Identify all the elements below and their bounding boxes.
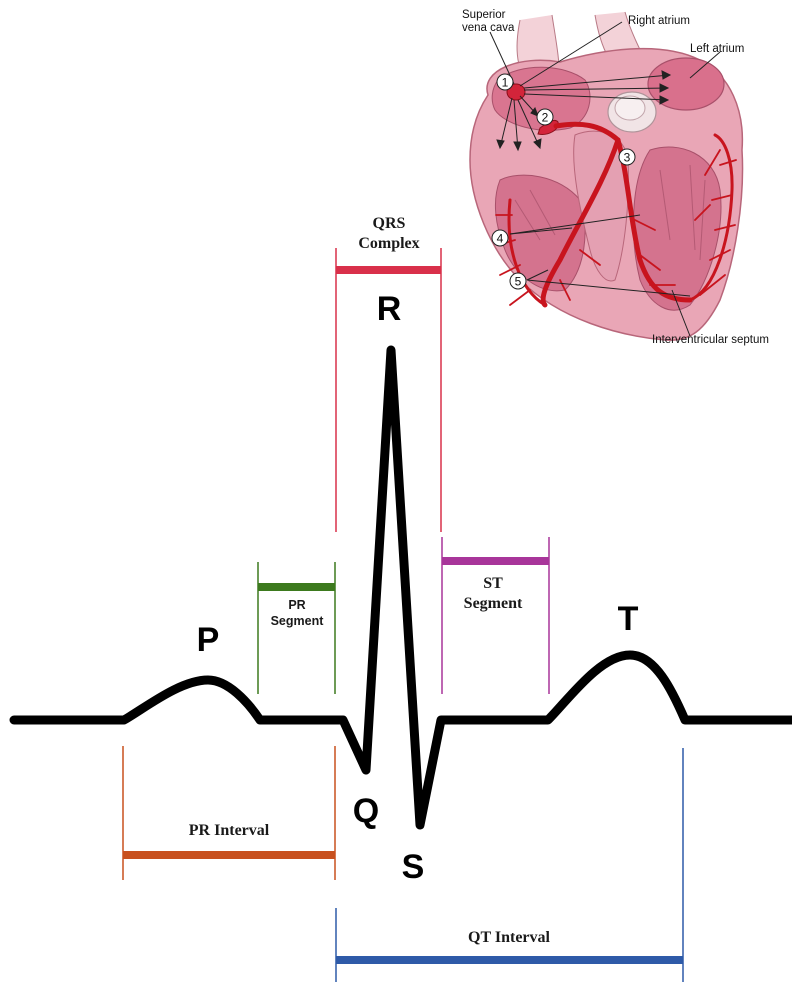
- marker-1: 1: [497, 74, 513, 90]
- q-wave-label: Q: [353, 792, 379, 830]
- t-wave-label: T: [618, 600, 639, 638]
- label-left-atrium: Left atrium: [690, 43, 744, 55]
- marker-5: 5: [510, 273, 526, 289]
- svg-text:4: 4: [497, 232, 504, 246]
- label-superior-vena-cava-2: vena cava: [462, 22, 515, 34]
- marker-2: 2: [537, 109, 553, 125]
- heart-illustration: 1 2 3 4 5 Superior vena cava Right atriu…: [462, 9, 769, 346]
- svg-text:1: 1: [502, 76, 509, 90]
- pr-segment-label-1: PR: [288, 598, 305, 612]
- pr-segment-bracket: PR Segment: [258, 562, 335, 694]
- p-wave-label: P: [197, 621, 220, 659]
- st-segment-bracket: ST Segment: [442, 537, 549, 694]
- pr-interval-bracket: PR Interval: [123, 746, 335, 880]
- label-superior-vena-cava-1: Superior: [462, 9, 506, 21]
- qrs-label-1: QRS: [373, 215, 406, 232]
- svg-text:2: 2: [542, 111, 549, 125]
- qt-interval-bracket: QT Interval: [336, 748, 683, 982]
- s-wave-label: S: [402, 848, 425, 886]
- r-wave-label: R: [377, 290, 402, 328]
- svg-text:3: 3: [624, 151, 631, 165]
- pr-segment-label-2: Segment: [271, 614, 325, 628]
- left-atrium-chamber: [648, 58, 724, 110]
- svg-text:5: 5: [515, 275, 522, 289]
- qrs-label-2: Complex: [358, 235, 419, 252]
- marker-3: 3: [619, 149, 635, 165]
- ecg-waveform: [14, 350, 792, 825]
- label-right-atrium: Right atrium: [628, 15, 690, 27]
- st-segment-label-2: Segment: [464, 595, 523, 612]
- label-interventricular-septum: Interventricular septum: [652, 334, 769, 346]
- pr-interval-label: PR Interval: [189, 822, 270, 839]
- qt-interval-label: QT Interval: [468, 929, 550, 946]
- st-segment-label-1: ST: [483, 575, 503, 592]
- marker-4: 4: [492, 230, 508, 246]
